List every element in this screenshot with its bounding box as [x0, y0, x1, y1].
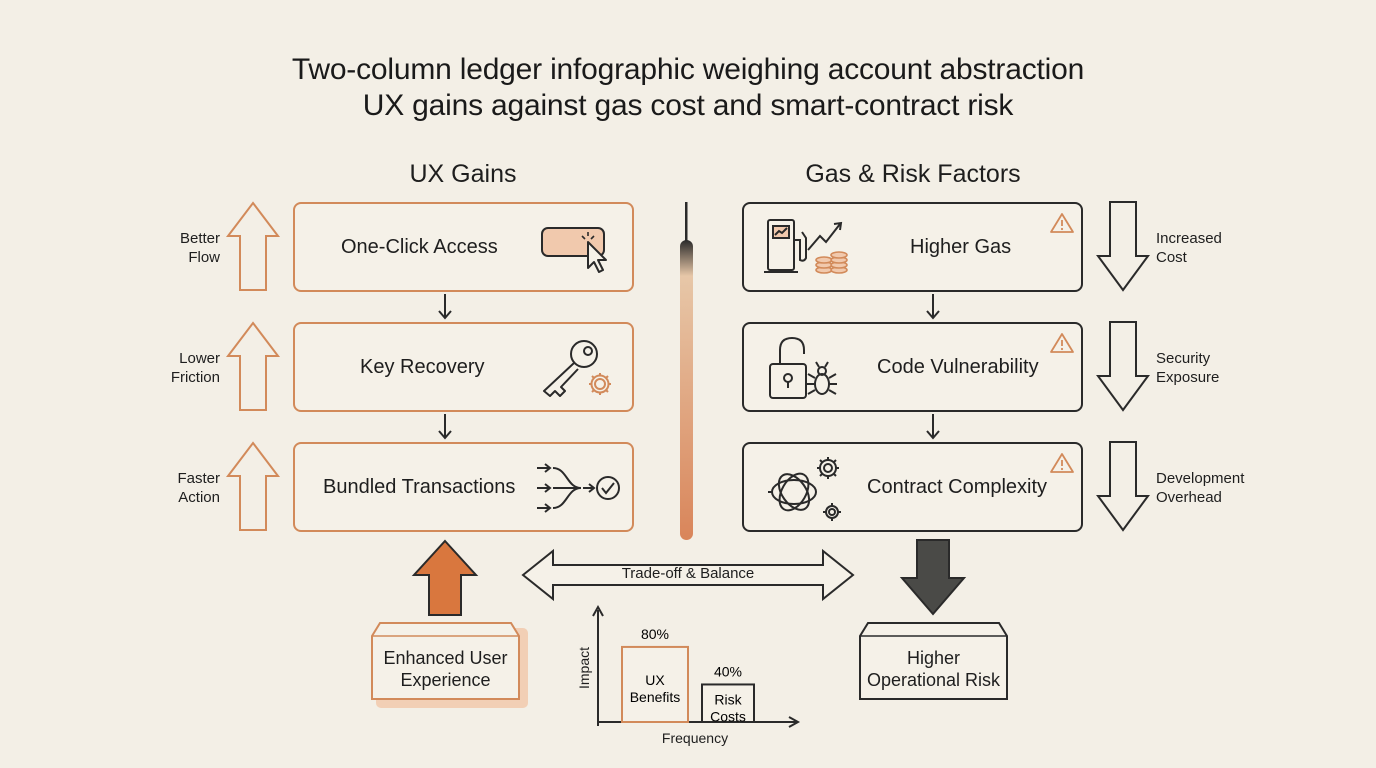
connector-arrow-2 [438, 414, 452, 440]
up-arrow-3 [225, 441, 281, 531]
one-click-access-label: One-Click Access [341, 235, 498, 258]
down-arrow-3 [1096, 441, 1150, 532]
connector-arrow-1 [438, 294, 452, 320]
up-arrows-outline [225, 201, 281, 531]
higher-gas-label: Higher Gas [910, 235, 1012, 258]
risk-outcome-arrow [899, 539, 967, 616]
bundled-transactions-label: Bundled Transactions [323, 475, 516, 498]
side-label-development-overhead: Development Overhead [1156, 470, 1245, 506]
tangle-gears-icon [768, 457, 841, 521]
key-gear-icon [543, 340, 611, 397]
gain-outcome-arrow [411, 539, 479, 616]
contract-complexity-card: Contract Complexity [742, 442, 1083, 532]
tradeoff-label: Trade-off & Balance [621, 565, 755, 582]
bar-value-label-1: 40% [714, 663, 742, 679]
operational-risk-box-frame [859, 622, 1008, 700]
warning-icon [1050, 213, 1074, 233]
down-arrow-2 [1096, 321, 1150, 412]
unlocked-bug-icon [769, 336, 837, 399]
gas-pump-coins-icon [764, 219, 848, 274]
ux-gains-heading: UX Gains [409, 160, 517, 188]
warning-icon [1050, 333, 1074, 353]
bar-1 [701, 683, 755, 723]
side-label-faster-action: Faster Action [177, 470, 220, 506]
side-label-better-flow: Better Flow [179, 230, 220, 266]
x-axis-label: Frequency [662, 730, 728, 746]
side-label-lower-friction: Lower Friction [170, 350, 220, 386]
y-axis [592, 604, 604, 726]
tradeoff-double-arrow [521, 548, 855, 602]
enhanced-ux-outcome: Enhanced User Experience [383, 648, 508, 690]
bundle-check-icon [537, 463, 620, 513]
operational-risk-outcome: Higher Operational Risk [866, 648, 1001, 690]
side-label-increased-cost: Increased Cost [1156, 230, 1222, 266]
down-arrow-1 [1096, 201, 1150, 292]
down-arrows-outline [1096, 201, 1150, 532]
connector-arrow-3 [926, 294, 940, 320]
bar-0 [621, 645, 689, 723]
click-button-icon [541, 227, 607, 273]
code-vulnerability-label: Code Vulnerability [877, 355, 1039, 378]
title-line-1: Two-column ledger infographic weighing a… [291, 53, 1085, 86]
title-line-2: UX gains against gas cost and smart-cont… [362, 89, 1014, 122]
center-divider [680, 202, 693, 540]
side-label-security-exposure: Security Exposure [1156, 350, 1220, 386]
connector-arrow-4 [926, 414, 940, 440]
key-recovery-card: Key Recovery [293, 322, 634, 412]
higher-gas-card: Higher Gas [742, 202, 1083, 292]
up-arrow-1 [225, 201, 281, 291]
bundled-transactions-card: Bundled Transactions [293, 442, 634, 532]
gas-risk-heading: Gas & Risk Factors [805, 160, 1021, 188]
one-click-access-card: One-Click Access [293, 202, 634, 292]
bar-value-label-0: 80% [641, 626, 669, 642]
y-axis-label: Impact [576, 647, 592, 689]
code-vulnerability-card: Code Vulnerability [742, 322, 1083, 412]
key-recovery-label: Key Recovery [360, 355, 485, 378]
up-arrow-2 [225, 321, 281, 411]
warning-icon [1050, 453, 1074, 473]
contract-complexity-label: Contract Complexity [867, 475, 1048, 498]
enhanced-ux-box-frame [371, 622, 520, 700]
